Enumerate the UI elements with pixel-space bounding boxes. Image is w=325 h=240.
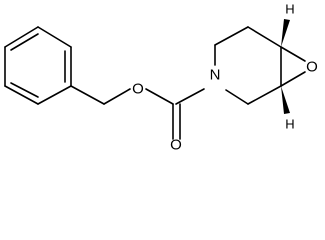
ester-oxygen-label: O bbox=[132, 81, 144, 98]
epoxide-ring bbox=[280, 46, 306, 87]
carbonyl-oxygen-label: O bbox=[170, 137, 182, 153]
epoxide-oxygen-label: O bbox=[306, 59, 318, 76]
piperidine-ring bbox=[214, 26, 282, 105]
structure-diagram: O O N O H H bbox=[4, 2, 318, 153]
hydrogen-bottom-label: H bbox=[285, 117, 294, 132]
nitrogen-label: N bbox=[210, 67, 221, 84]
stereo-bonds bbox=[281, 19, 290, 114]
molecule-drawing: O O N O H H bbox=[4, 2, 318, 153]
wedge-bond-bottom bbox=[281, 86, 290, 114]
hydrogen-top-label: H bbox=[285, 2, 294, 17]
benzene-ring bbox=[4, 26, 72, 105]
ester-linker bbox=[70, 85, 205, 140]
wedge-bond-top bbox=[281, 19, 290, 47]
